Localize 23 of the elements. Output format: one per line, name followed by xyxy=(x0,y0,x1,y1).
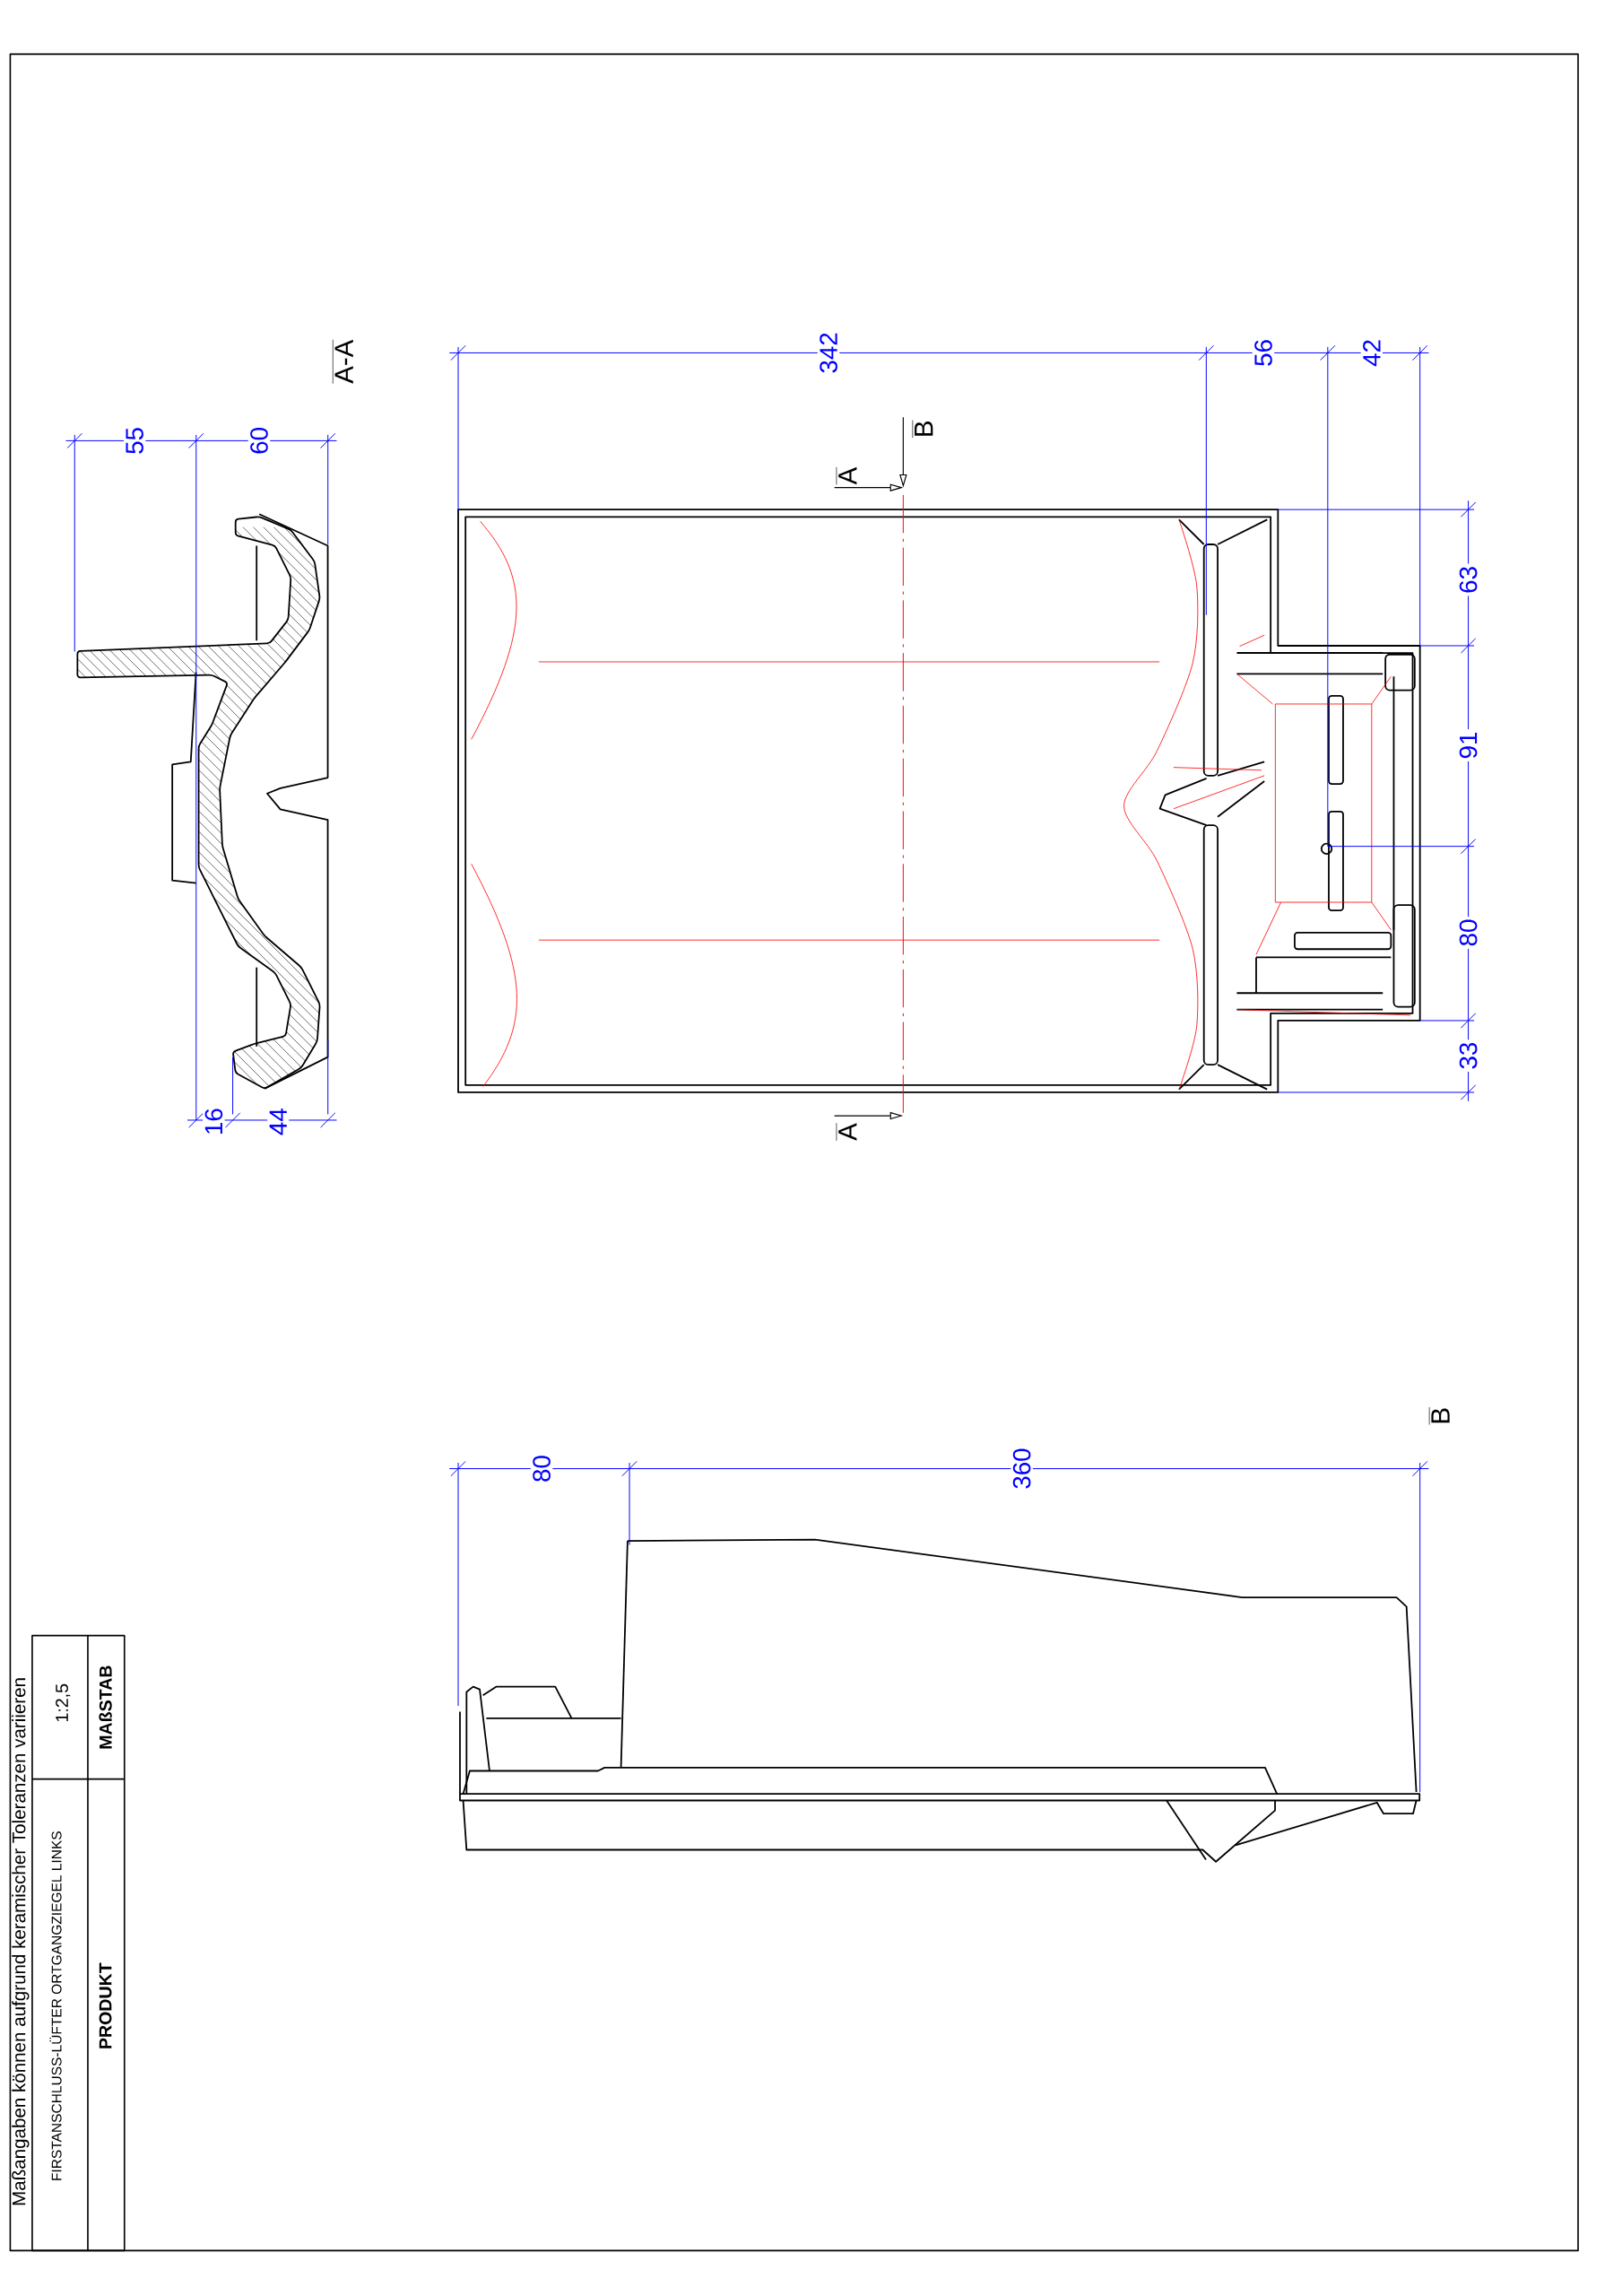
dimension-label: 16 xyxy=(203,1105,225,1138)
dimension-label: 360 xyxy=(1010,1445,1033,1492)
title-block-text: FIRSTANSCHLUSS-LÜFTER ORTGANGZIEGEL LINKS xyxy=(49,1831,62,2180)
section-label: A xyxy=(836,1122,857,1142)
dimension-label: 91 xyxy=(1457,729,1479,761)
dimension-label: 60 xyxy=(247,424,271,457)
dimension-label: 342 xyxy=(817,329,840,377)
dimension-label: 42 xyxy=(1360,336,1383,370)
dimension-label: 80 xyxy=(530,1452,553,1485)
title-block-heading: PRODUKT xyxy=(99,1962,112,2048)
dimension-label: 55 xyxy=(124,424,146,457)
dimension-label: 44 xyxy=(267,1105,290,1138)
section-label: A-A xyxy=(332,339,353,385)
section-label: B xyxy=(1428,1406,1450,1425)
section-label: A xyxy=(836,466,857,485)
dimension-label: 80 xyxy=(1457,917,1479,949)
dimension-label: 33 xyxy=(1457,1039,1479,1072)
section-label: B xyxy=(912,420,933,439)
title-block-text: 1:2,5 xyxy=(56,1683,71,1722)
title-block-heading: MAßSTAB xyxy=(99,1665,112,1749)
dimension-label: 63 xyxy=(1457,563,1479,596)
note-text: Maßangaben können aufgrund keramischer Toleranzen variieren xyxy=(12,1678,30,2205)
dimension-label: 56 xyxy=(1252,336,1275,370)
